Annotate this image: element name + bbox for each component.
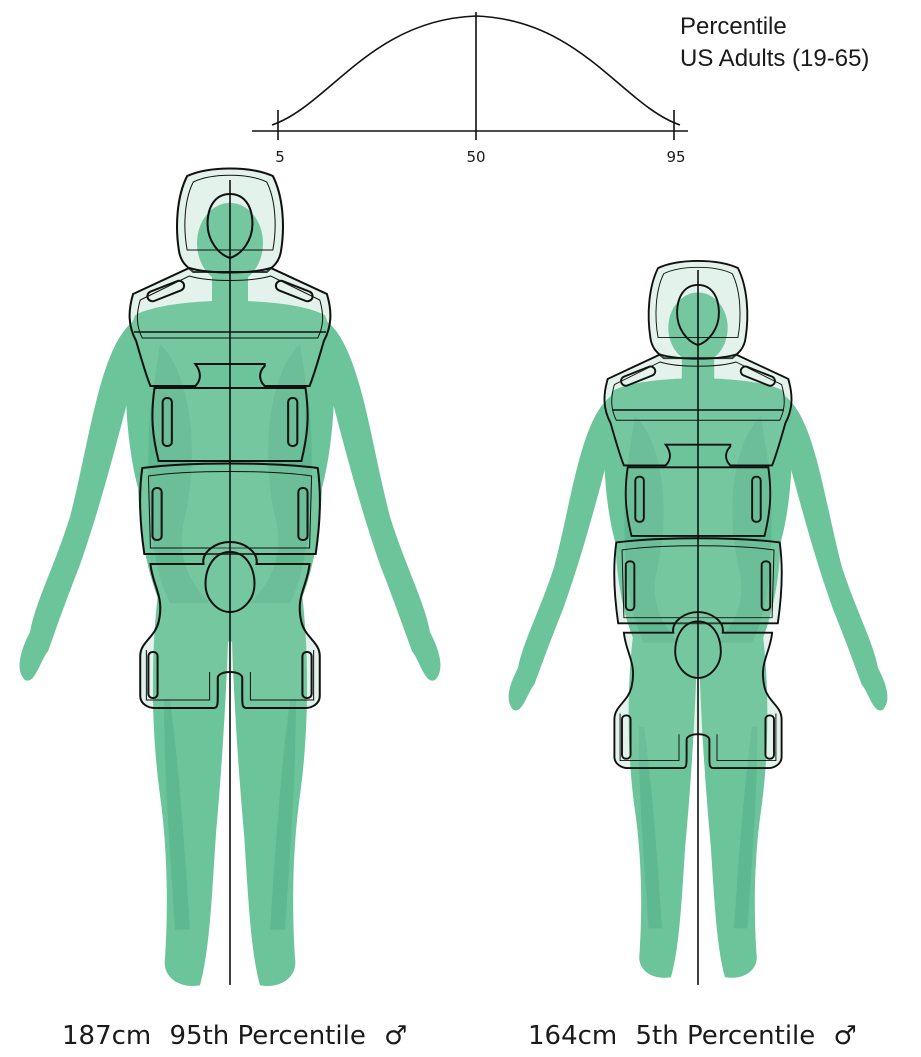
male-symbol-icon: ♂: [384, 1021, 407, 1051]
caption-height-5th: 164cm: [528, 1021, 617, 1051]
svg-text:164cm 5th Percentile: 164cm 5th Percentile ♂: [528, 1021, 857, 1051]
percentile-distribution: 5 50 95: [252, 12, 688, 166]
caption-height-95th: 187cm: [62, 1021, 151, 1051]
legend-line-1: Percentile: [680, 13, 787, 40]
svg-text:187cm 95th Percentile: 187cm 95th Percentile ♂: [62, 1021, 407, 1051]
tick-label-50: 50: [466, 148, 485, 166]
figure-95th-percentile: [20, 169, 441, 987]
caption-5th: 164cm 5th Percentile ♂: [528, 1021, 857, 1051]
legend: Percentile US Adults (19-65): [680, 13, 869, 72]
caption-95th: 187cm 95th Percentile ♂: [62, 1021, 407, 1051]
tick-label-95: 95: [666, 148, 685, 166]
caption-percentile-5th: 5th Percentile: [636, 1021, 816, 1051]
figure-5th-percentile: [509, 261, 888, 985]
legend-line-2: US Adults (19-65): [680, 45, 869, 72]
male-symbol-icon: ♂: [834, 1021, 857, 1051]
tick-label-5: 5: [275, 148, 285, 166]
caption-percentile-95th: 95th Percentile: [170, 1021, 366, 1051]
